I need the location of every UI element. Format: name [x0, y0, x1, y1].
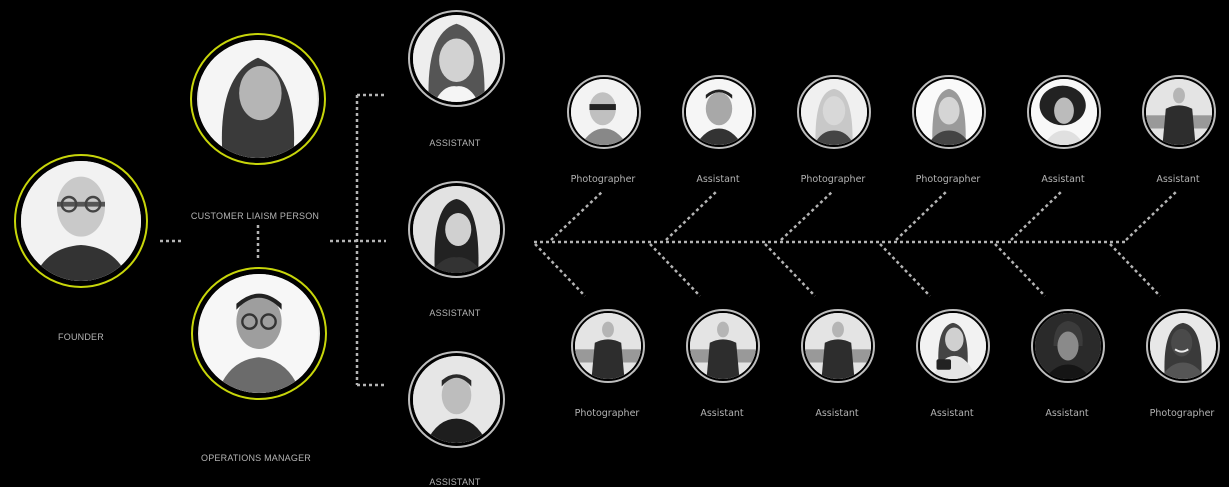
team-bottom-member-3[interactable]: [801, 309, 875, 383]
team-top-member-2[interactable]: [682, 75, 756, 149]
assistant-avatar-1: [413, 15, 500, 102]
assistant-ring-3: [408, 351, 505, 448]
operations-manager-ring: [191, 267, 327, 400]
assistant-ring-1: [408, 10, 505, 107]
team-bottom-ring-3: [801, 309, 875, 383]
assistant-ring-2: [408, 181, 505, 278]
founder-node[interactable]: [14, 154, 148, 288]
customer-liaison-title: CUSTOMER LIAISM PERSON: [190, 211, 320, 221]
assistant-node-1[interactable]: [408, 10, 505, 107]
team-top-member-4[interactable]: [912, 75, 986, 149]
customer-liaison-ring: [190, 33, 326, 165]
team-top-avatar-3: [801, 79, 867, 145]
team-top-avatar-6: [1146, 79, 1212, 145]
team-top-avatar-1: [571, 79, 637, 145]
team-top-member-5[interactable]: [1027, 75, 1101, 149]
team-bottom-ring-2: [686, 309, 760, 383]
team-top-ring-6: [1142, 75, 1216, 149]
team-top-member-6[interactable]: [1142, 75, 1216, 149]
team-bottom-role-2: Assistant: [700, 408, 744, 419]
team-bottom-avatar-3: [805, 313, 871, 379]
customer-liaison-node[interactable]: [190, 33, 326, 165]
team-bottom-avatar-2: [690, 313, 756, 379]
team-bottom-ring-4: [916, 309, 990, 383]
founder-ring: [14, 154, 148, 288]
team-top-avatar-2: [686, 79, 752, 145]
team-top-role-1: Photographer: [570, 174, 636, 185]
operations-manager-title: OPERATIONS MANAGER: [201, 453, 311, 463]
team-bottom-avatar-5: [1035, 313, 1101, 379]
team-top-ring-4: [912, 75, 986, 149]
assistant-avatar-3: [413, 356, 500, 443]
team-bottom-ring-1: [571, 309, 645, 383]
team-bottom-member-5[interactable]: [1031, 309, 1105, 383]
team-bottom-member-6[interactable]: [1146, 309, 1220, 383]
team-bottom-ring-5: [1031, 309, 1105, 383]
team-top-role-5: Assistant: [1041, 174, 1085, 185]
team-bottom-role-3: Assistant: [815, 408, 859, 419]
team-bottom-member-2[interactable]: [686, 309, 760, 383]
assistant-title-2: ASSISTANT: [429, 308, 481, 318]
founder-title: FOUNDER: [58, 332, 104, 342]
team-top-role-3: Photographer: [800, 174, 866, 185]
team-bottom-ring-6: [1146, 309, 1220, 383]
team-bottom-avatar-1: [575, 313, 641, 379]
team-bottom-role-5: Assistant: [1045, 408, 1089, 419]
founder-avatar: [21, 161, 141, 281]
team-top-ring-2: [682, 75, 756, 149]
team-top-role-4: Photographer: [915, 174, 981, 185]
team-top-ring-1: [567, 75, 641, 149]
team-top-avatar-4: [916, 79, 982, 145]
team-bottom-avatar-6: [1150, 313, 1216, 379]
team-top-avatar-5: [1031, 79, 1097, 145]
team-top-ring-3: [797, 75, 871, 149]
assistant-node-2[interactable]: [408, 181, 505, 278]
operations-manager-avatar: [198, 274, 320, 393]
assistant-title-3: ASSISTANT: [429, 477, 481, 487]
team-bottom-avatar-4: [920, 313, 986, 379]
customer-liaison-avatar: [197, 40, 319, 158]
operations-manager-node[interactable]: [191, 267, 327, 400]
team-bottom-member-4[interactable]: [916, 309, 990, 383]
team-top-member-3[interactable]: [797, 75, 871, 149]
team-top-ring-5: [1027, 75, 1101, 149]
assistant-avatar-2: [413, 186, 500, 273]
team-bottom-member-1[interactable]: [571, 309, 645, 383]
assistant-node-3[interactable]: [408, 351, 505, 448]
team-top-role-6: Assistant: [1156, 174, 1200, 185]
team-bottom-role-6: Photographer: [1149, 408, 1215, 419]
team-bottom-role-4: Assistant: [930, 408, 974, 419]
team-top-role-2: Assistant: [696, 174, 740, 185]
team-top-member-1[interactable]: [567, 75, 641, 149]
team-bottom-role-1: Photographer: [574, 408, 640, 419]
assistant-title-1: ASSISTANT: [429, 138, 481, 148]
